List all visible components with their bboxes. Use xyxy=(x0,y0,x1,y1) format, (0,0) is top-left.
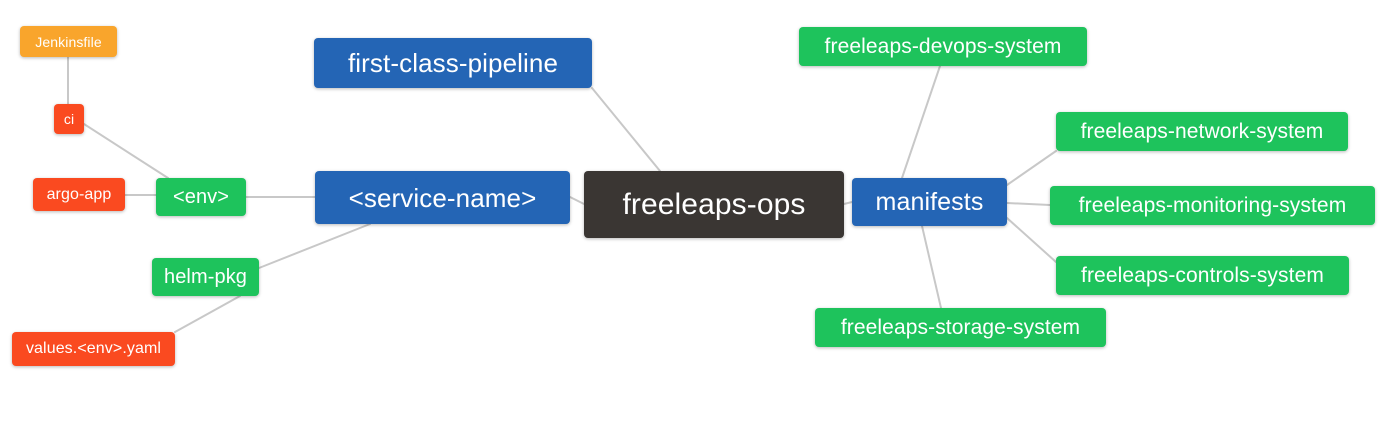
edge-service-helm xyxy=(258,223,371,269)
node-freeleaps-devops-system[interactable]: freeleaps-devops-system xyxy=(799,27,1087,66)
edge-helm-values xyxy=(174,295,241,333)
node-service-name[interactable]: <service-name> xyxy=(315,171,570,224)
node-helm-pkg[interactable]: helm-pkg xyxy=(152,258,259,296)
node-label-values-yaml: values.<env>.yaml xyxy=(25,340,162,357)
node-label-manifests: manifests xyxy=(875,187,984,216)
node-ci[interactable]: ci xyxy=(54,104,84,134)
edge-env-ci xyxy=(83,123,169,179)
edge-manifests-controls xyxy=(1006,217,1057,263)
node-label-helm-pkg: helm-pkg xyxy=(163,266,248,288)
node-first-class-pipeline[interactable]: first-class-pipeline xyxy=(314,38,592,88)
edge-root-service xyxy=(569,196,585,205)
node-label-freeleaps-network-system: freeleaps-network-system xyxy=(1080,120,1324,143)
node-freeleaps-storage-system[interactable]: freeleaps-storage-system xyxy=(815,308,1106,347)
node-freeleaps-controls-system[interactable]: freeleaps-controls-system xyxy=(1056,256,1349,295)
edge-root-pipeline xyxy=(591,87,661,172)
node-label-service-name: <service-name> xyxy=(348,182,537,213)
node-label-first-class-pipeline: first-class-pipeline xyxy=(347,48,559,78)
node-freeleaps-ops[interactable]: freeleaps-ops xyxy=(584,171,844,238)
node-label-argo-app: argo-app xyxy=(46,185,112,203)
node-values-yaml[interactable]: values.<env>.yaml xyxy=(12,332,175,366)
node-label-ci: ci xyxy=(63,111,75,127)
edge-manifests-storage xyxy=(921,225,942,309)
edge-manifests-network xyxy=(1006,150,1057,186)
node-label-freeleaps-monitoring-system: freeleaps-monitoring-system xyxy=(1078,194,1347,217)
node-label-freeleaps-controls-system: freeleaps-controls-system xyxy=(1081,264,1324,287)
edge-manifests-devops xyxy=(901,65,941,179)
edge-manifests-monitoring xyxy=(1006,202,1051,206)
node-label-freeleaps-storage-system: freeleaps-storage-system xyxy=(840,316,1081,339)
node-manifests[interactable]: manifests xyxy=(852,178,1007,226)
edge-root-manifests xyxy=(843,201,853,205)
node-label-freeleaps-devops-system: freeleaps-devops-system xyxy=(824,35,1062,58)
node-env[interactable]: <env> xyxy=(156,178,246,216)
node-freeleaps-network-system[interactable]: freeleaps-network-system xyxy=(1056,112,1348,151)
node-label-env: <env> xyxy=(172,186,230,208)
node-argo-app[interactable]: argo-app xyxy=(33,178,125,211)
node-freeleaps-monitoring-system[interactable]: freeleaps-monitoring-system xyxy=(1050,186,1375,225)
node-jenkinsfile[interactable]: Jenkinsfile xyxy=(20,26,117,57)
node-label-jenkinsfile: Jenkinsfile xyxy=(35,33,102,50)
node-label-freeleaps-ops: freeleaps-ops xyxy=(622,187,806,221)
